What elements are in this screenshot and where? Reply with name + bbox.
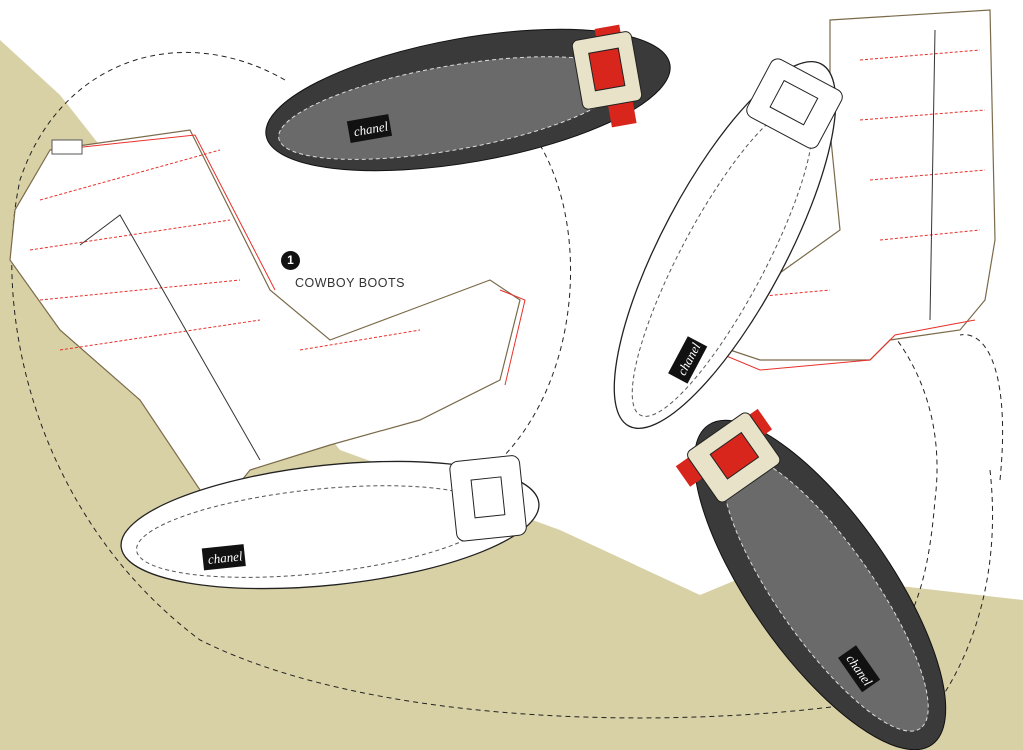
flat-shoe-white-right: chanel bbox=[613, 58, 843, 429]
flat-shoe-dark-bottom-right: chanel bbox=[675, 408, 947, 750]
flat-shoe-dark-top: chanel bbox=[265, 24, 671, 172]
caption-number-badge: 1 bbox=[281, 251, 300, 270]
cowboy-boot-right bbox=[689, 9, 996, 371]
brand-label: chanel bbox=[352, 118, 389, 139]
caption-title: COWBOY BOOTS bbox=[295, 276, 405, 290]
cowboy-boot-left bbox=[9, 129, 526, 496]
brand-label: chanel bbox=[207, 548, 243, 567]
flat-shoe-white-bottom: chanel bbox=[120, 455, 540, 590]
